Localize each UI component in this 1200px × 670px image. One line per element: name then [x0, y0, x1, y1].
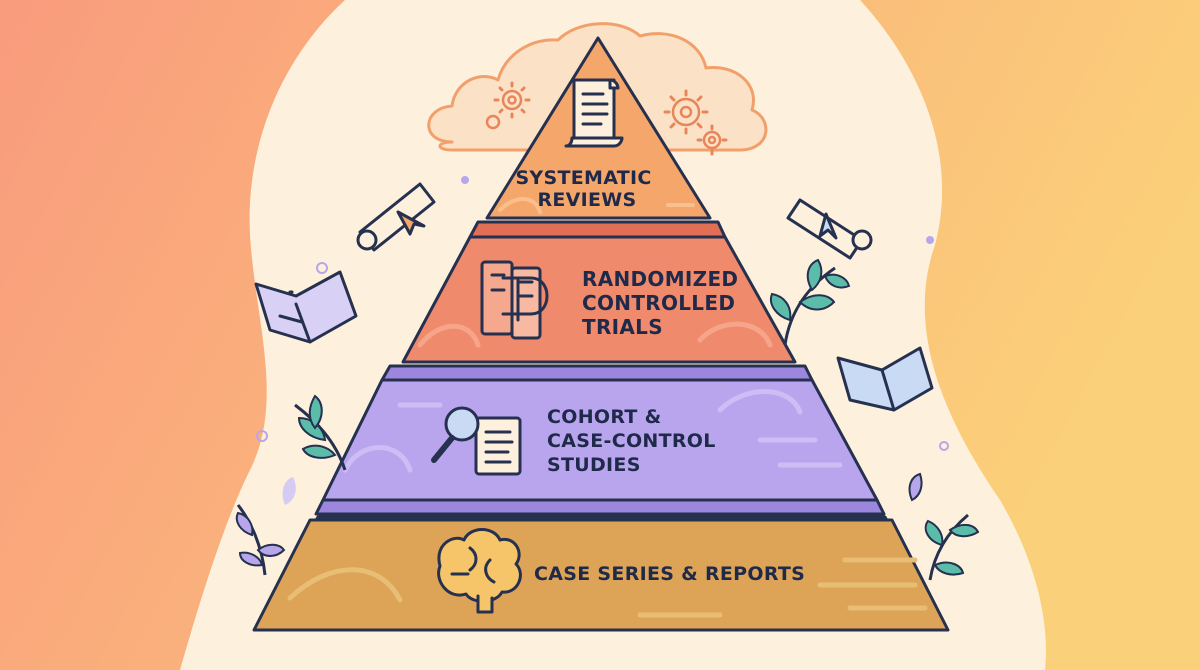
- magnifier-document-icon: [431, 406, 522, 476]
- books-icon: [480, 260, 549, 340]
- lavender-sprig-icon: [235, 477, 296, 576]
- tier-label-line: RANDOMIZED: [582, 267, 738, 291]
- tier-label-line: SYSTEMATIC: [515, 167, 651, 189]
- leaf-sprig-icon-left: [294, 394, 347, 471]
- tier-label-line: CONTROLLED: [582, 291, 735, 315]
- tier-case-series: [252, 515, 950, 632]
- open-book-icon: [254, 270, 358, 344]
- diploma-scroll-icon-right: [786, 198, 873, 260]
- leaf-sprig-icon: [770, 258, 851, 346]
- tier-label-rct: RANDOMIZED CONTROLLED TRIALS: [582, 267, 746, 339]
- tier-label-line: COHORT &: [547, 406, 661, 428]
- scroll-document-icon: [564, 78, 624, 148]
- gear-teeth: [493, 81, 728, 156]
- open-book-icon-right: [836, 346, 934, 412]
- tier-label-systematic: SYSTEMATIC REVIEWS: [515, 167, 658, 211]
- diploma-scroll-icon: [356, 182, 436, 252]
- tier-label-line: CASE-CONTROL: [547, 430, 716, 452]
- tier-label-cohort: COHORT & CASE-CONTROL STUDIES: [547, 406, 723, 476]
- leaf-sprig-icon-bottom-right: [908, 472, 980, 581]
- tier-label-line: TRIALS: [582, 315, 663, 339]
- decorative-dots: [256, 176, 949, 451]
- tier-label-line: CASE SERIES & REPORTS: [534, 563, 805, 585]
- tier-label-case-series: CASE SERIES & REPORTS: [534, 563, 805, 585]
- tier-label-line: REVIEWS: [537, 189, 636, 211]
- tier-label-line: STUDIES: [547, 454, 641, 476]
- gear-icon: [485, 89, 722, 150]
- brain-icon: [437, 528, 522, 614]
